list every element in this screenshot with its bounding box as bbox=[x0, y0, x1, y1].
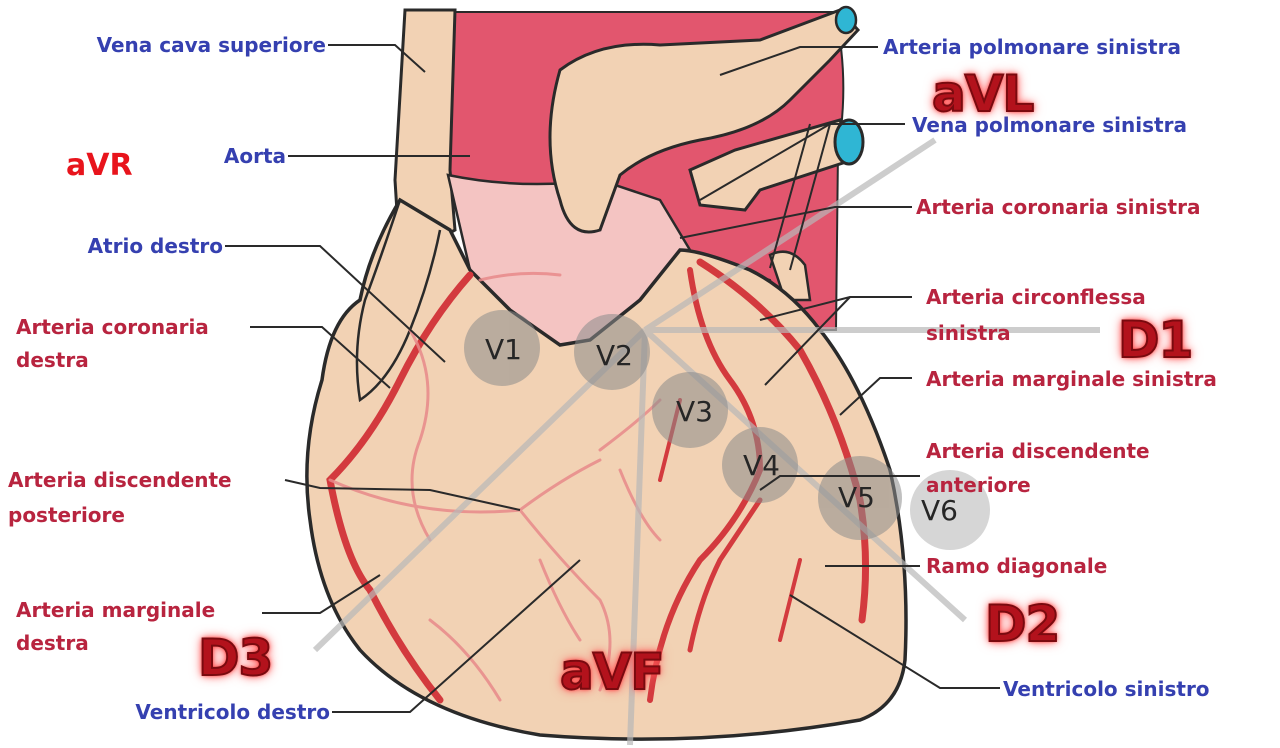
label-v6: V6 bbox=[921, 495, 958, 527]
label-arteria-coronaria-destra-2: destra bbox=[16, 345, 89, 375]
label-v5: V5 bbox=[838, 482, 875, 514]
label-v3: V3 bbox=[676, 396, 713, 428]
lead-avf: aVF bbox=[560, 644, 664, 700]
label-arteria-discendente-posteriore-2: posteriore bbox=[8, 500, 125, 530]
label-vena-cava-superiore: Vena cava superiore bbox=[38, 30, 326, 60]
label-arteria-discendente-posteriore-1: Arteria discendente bbox=[8, 465, 232, 495]
label-v4: V4 bbox=[743, 450, 780, 482]
label-aorta: Aorta bbox=[150, 141, 286, 171]
label-arteria-circonflessa-sinistra-1: Arteria circonflessa bbox=[926, 282, 1146, 312]
label-arteria-coronaria-sinistra: Arteria coronaria sinistra bbox=[916, 192, 1200, 222]
pulmonary-artery-lumen bbox=[836, 7, 856, 33]
label-arteria-polmonare-sinistra: Arteria polmonare sinistra bbox=[883, 32, 1181, 62]
pulmonary-vein-lumen bbox=[835, 120, 863, 164]
label-ramo-diagonale: Ramo diagonale bbox=[926, 551, 1107, 581]
label-v2: V2 bbox=[596, 340, 633, 372]
lead-d2: D2 bbox=[985, 596, 1059, 652]
label-arteria-discendente-anteriore-1: Arteria discendente bbox=[926, 436, 1150, 466]
label-arteria-coronaria-destra-1: Arteria coronaria bbox=[16, 312, 209, 342]
lead-d3: D3 bbox=[198, 630, 272, 686]
label-atrio-destro: Atrio destro bbox=[30, 231, 223, 261]
lead-avr: aVR bbox=[66, 148, 133, 184]
label-arteria-marginale-destra-1: Arteria marginale bbox=[16, 595, 215, 625]
label-ventricolo-sinistro: Ventricolo sinistro bbox=[1003, 674, 1210, 704]
label-arteria-marginale-destra-2: destra bbox=[16, 628, 89, 658]
lead-d1: D1 bbox=[1118, 312, 1192, 368]
lead-avl: aVL bbox=[932, 66, 1033, 122]
label-v1: V1 bbox=[485, 334, 522, 366]
label-ventricolo-destro: Ventricolo destro bbox=[60, 697, 330, 727]
label-arteria-circonflessa-sinistra-2: sinistra bbox=[926, 318, 1011, 348]
